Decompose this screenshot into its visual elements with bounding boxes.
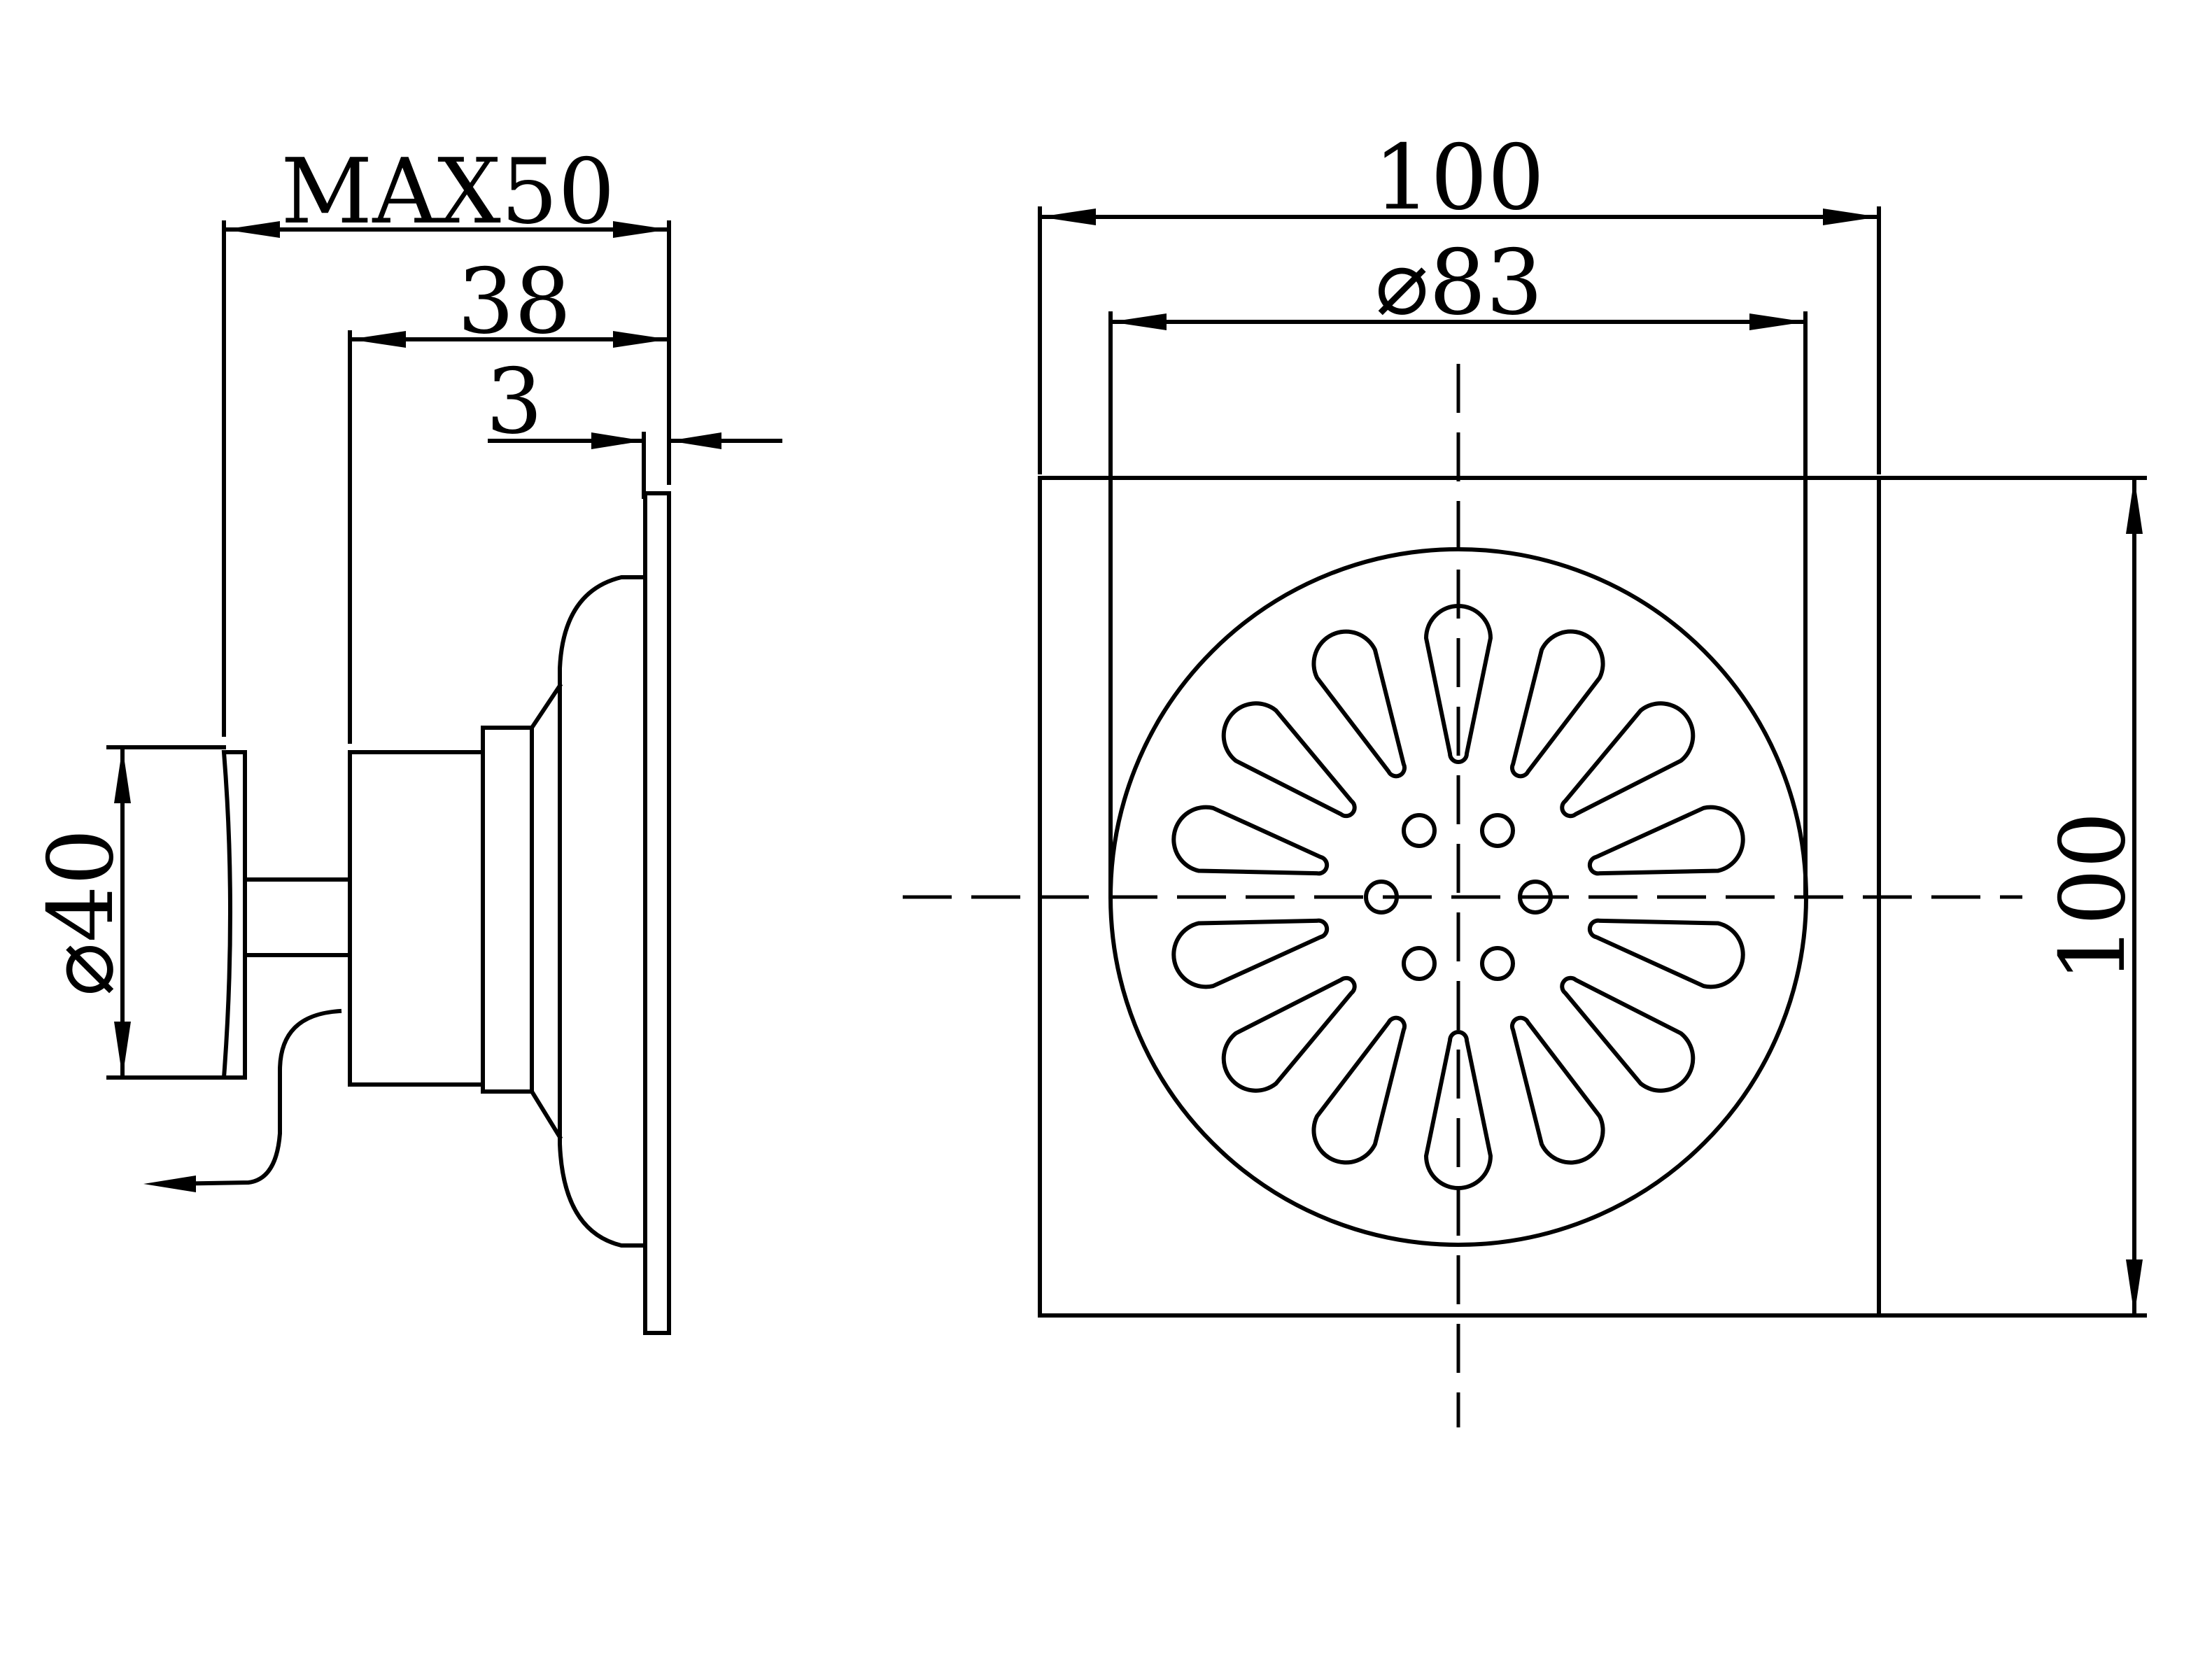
grate-hole bbox=[1480, 813, 1515, 848]
grate-slot bbox=[1587, 805, 1746, 876]
grate-hole bbox=[1402, 946, 1437, 981]
dimension-3-label: 3 bbox=[486, 350, 542, 454]
grate-slot bbox=[1171, 805, 1330, 876]
dimension-grate-label: ⌀83 bbox=[1375, 231, 1543, 335]
taper-line-top bbox=[528, 682, 563, 731]
seal-disc bbox=[221, 750, 247, 1080]
grate-slot bbox=[1560, 701, 1696, 819]
grate-slot bbox=[1311, 1015, 1407, 1165]
dimension-height-label: 100 bbox=[2041, 812, 2146, 982]
body-cylinder bbox=[348, 750, 485, 1087]
dimension-3: 3 bbox=[486, 350, 782, 454]
grate-slot bbox=[1509, 629, 1605, 779]
grate-slot bbox=[1423, 1030, 1493, 1190]
grate-slot bbox=[1171, 918, 1330, 989]
grate-slot bbox=[1221, 975, 1357, 1093]
side-view: MAX50 38 3 ⌀40 bbox=[29, 140, 782, 1335]
dimension-40-label: ⌀40 bbox=[29, 828, 134, 996]
dome-body bbox=[558, 575, 647, 1248]
dimension-height-100: 100 bbox=[1877, 476, 2147, 1318]
dimension-diameter-40: ⌀40 bbox=[29, 745, 226, 1080]
grate-slot bbox=[1311, 629, 1407, 779]
dimension-width-100: 100 bbox=[1038, 126, 1881, 474]
grate-slot bbox=[1587, 918, 1746, 989]
flow-path bbox=[165, 1008, 342, 1187]
dimension-width-label: 100 bbox=[1374, 126, 1544, 230]
dimension-max50-label: MAX50 bbox=[281, 140, 615, 244]
grate-slots bbox=[1171, 604, 1746, 1190]
dimension-diameter-83: ⌀83 bbox=[1108, 231, 1808, 898]
top-view: 100 ⌀83 100 bbox=[903, 126, 2147, 1427]
grate-hole bbox=[1480, 946, 1515, 981]
grate-slot bbox=[1423, 604, 1493, 764]
flange-plate bbox=[643, 491, 671, 1335]
grate-slot bbox=[1221, 701, 1357, 819]
grate-hole bbox=[1402, 813, 1437, 848]
dimension-38-label: 38 bbox=[458, 250, 572, 354]
collar bbox=[481, 726, 534, 1094]
flow-arrow-icon bbox=[143, 1176, 196, 1192]
dimension-max50: MAX50 bbox=[222, 140, 671, 244]
grate-slot bbox=[1509, 1015, 1605, 1165]
grate-slot bbox=[1560, 975, 1696, 1093]
dimension-38: 38 bbox=[348, 250, 671, 354]
taper-line-bottom bbox=[528, 1088, 563, 1141]
